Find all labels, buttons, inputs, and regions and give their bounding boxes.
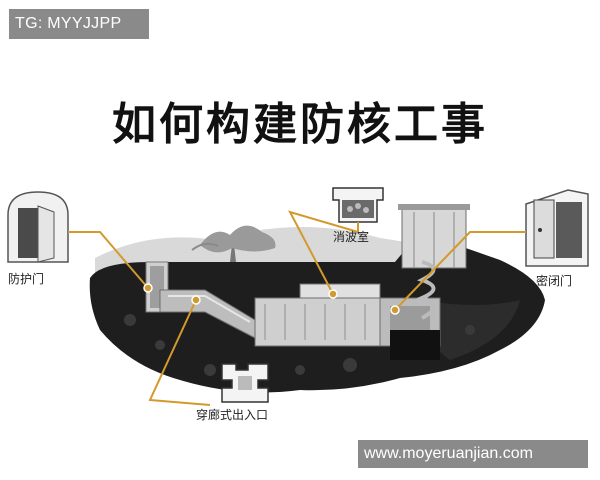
tree [191,225,276,262]
callout-protective-door [68,231,149,289]
label-sealed-door: 密闭门 [536,274,573,288]
rock-texture [124,314,475,376]
label-wave-chamber: 消波室 [333,230,370,244]
inset-sealed-door [525,189,589,267]
label-entrance: 穿廊式出入口 [196,408,269,422]
inset-wave-chamber [332,187,384,223]
upper-chamber [299,283,381,299]
label-protective-door: 防护门 [8,272,45,286]
page-title: 如何构建防核工事 [112,99,488,150]
callout-wave-chamber [288,210,359,295]
callout-lines [68,210,526,406]
inset-protective-door [7,191,69,263]
callout-dots [143,283,400,315]
main-chamber [254,297,381,347]
inset-entrance-section [221,363,269,403]
watermark-tag: TG: MYYJJPP [9,9,149,39]
callout-entrance [148,299,211,406]
callout-sealed-door [394,231,526,311]
watermark-site: www.moyeruanjian.com [358,440,588,468]
